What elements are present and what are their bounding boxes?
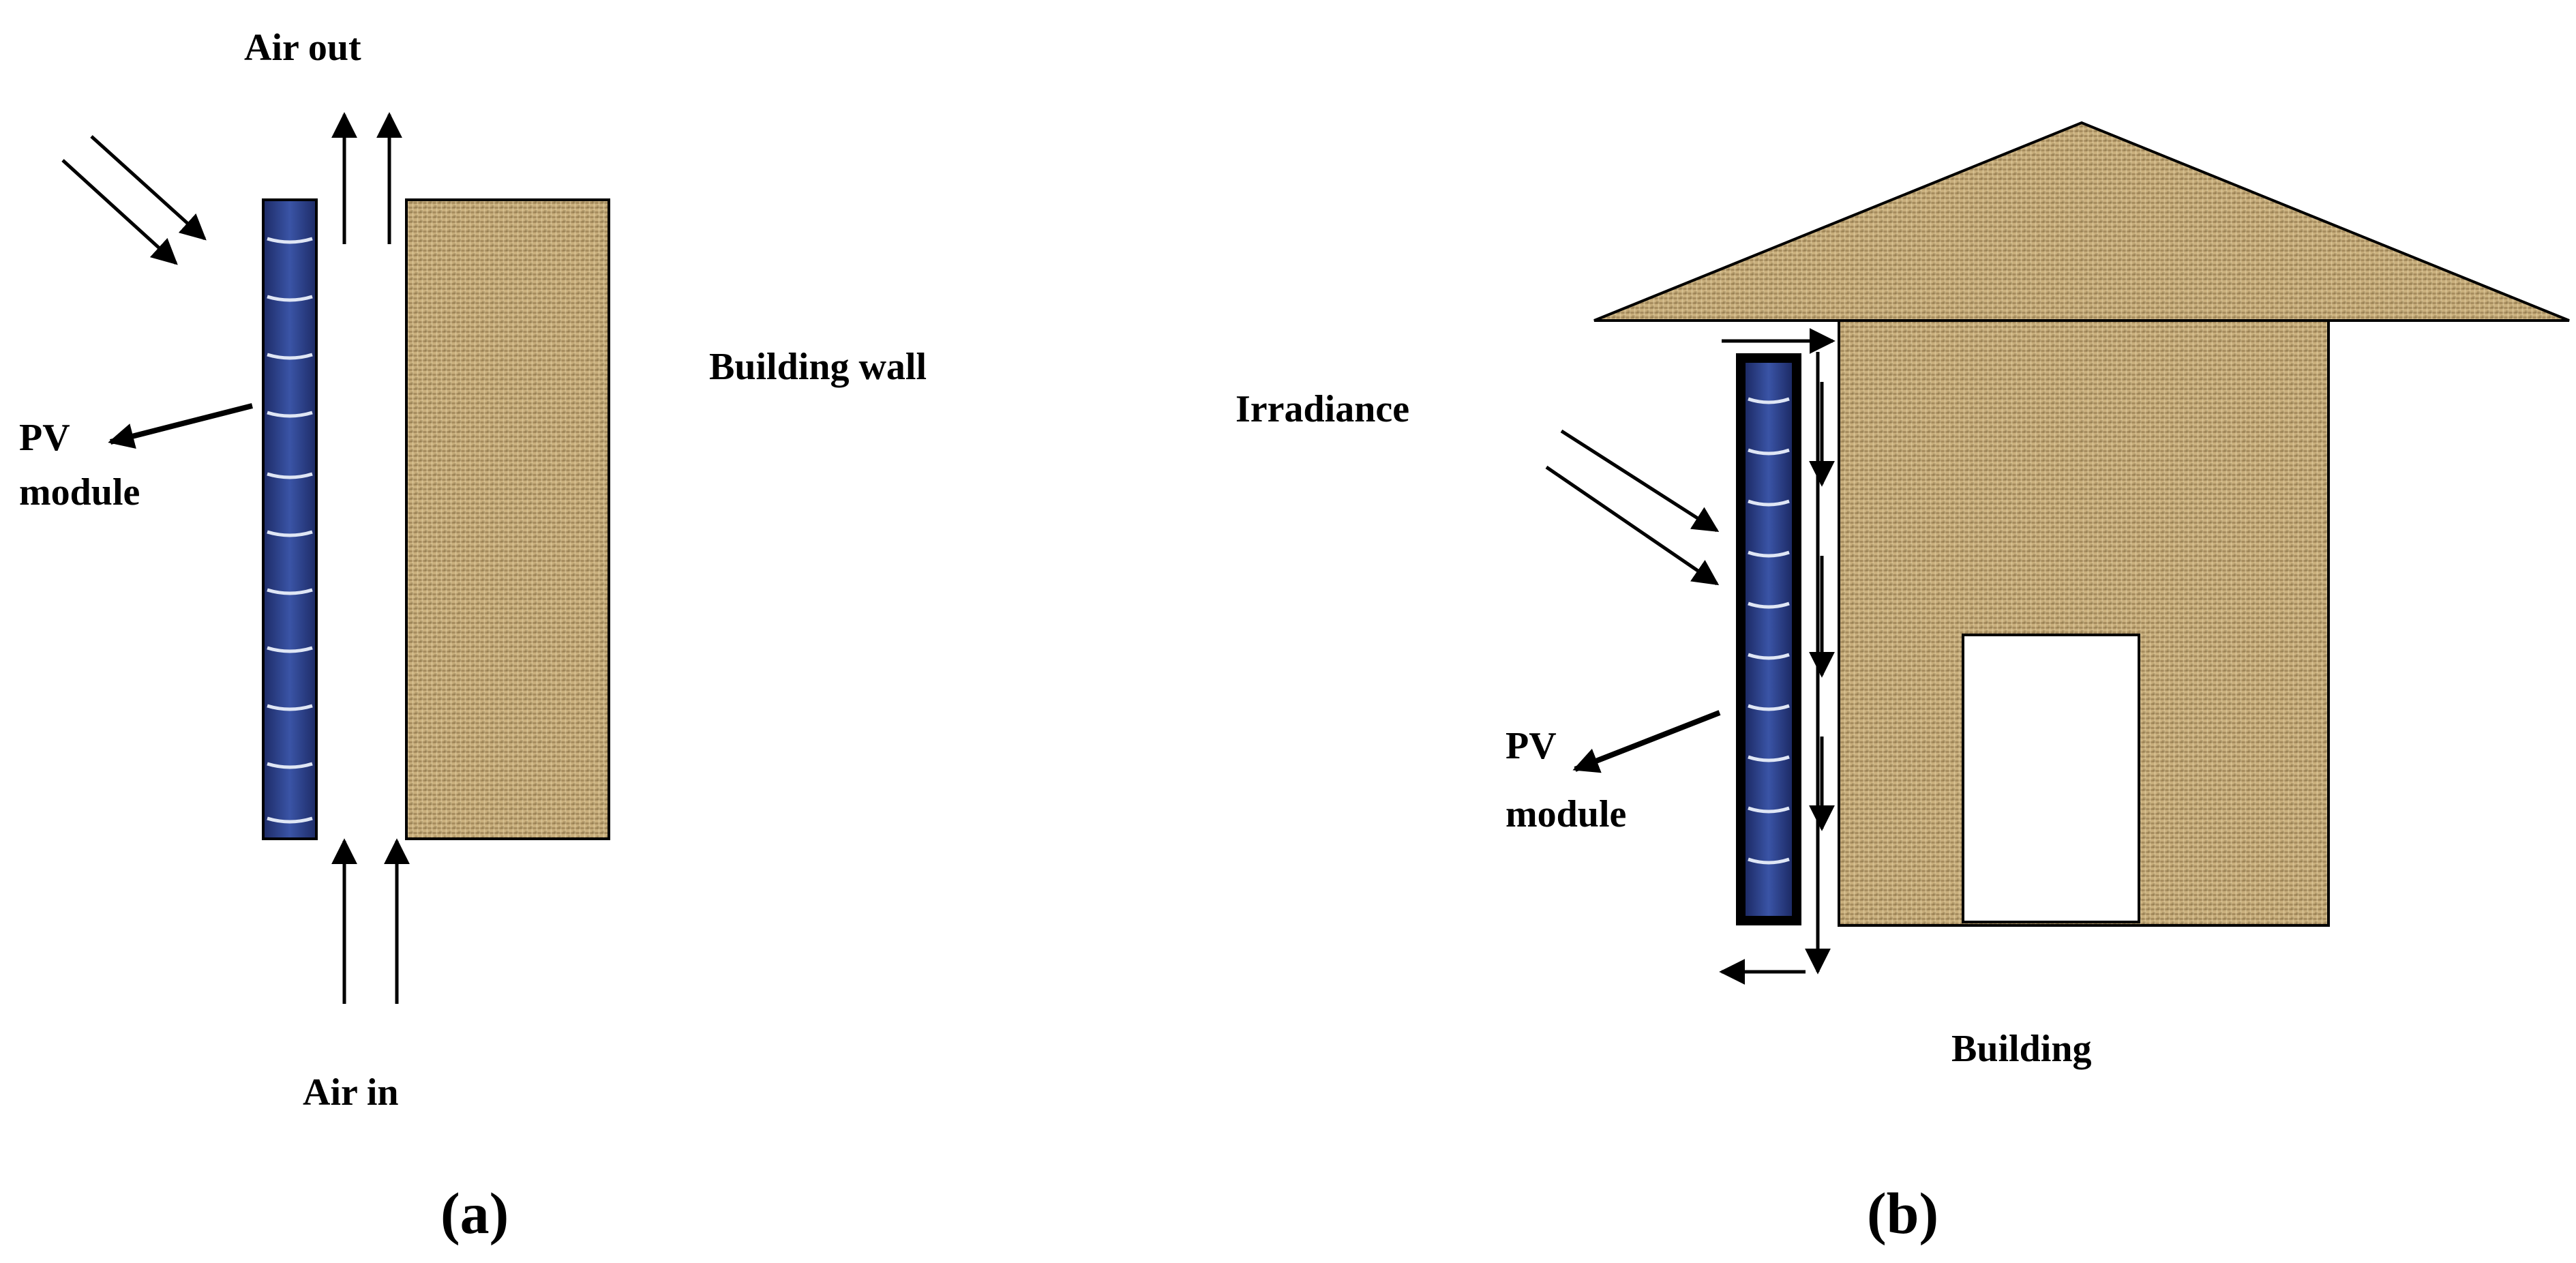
pv-label-a-line2: module xyxy=(19,471,140,514)
house-shape xyxy=(1593,121,2570,927)
building-wall-label: Building wall xyxy=(709,346,927,388)
pv-pointer-a xyxy=(108,403,253,449)
air-out-label: Air out xyxy=(244,27,361,69)
panel-b: Irradiance PV module Building (b) xyxy=(1235,121,2570,1246)
irradiance-label: Irradiance xyxy=(1235,388,1409,430)
air-out-arrows xyxy=(331,112,402,244)
door xyxy=(1962,634,2140,923)
irradiance-arrows-a xyxy=(61,135,207,265)
building-label: Building xyxy=(1951,1028,2091,1070)
pv-module-a xyxy=(262,198,318,840)
building-wall-block xyxy=(405,198,610,840)
airflow-arrows-b xyxy=(1719,328,1836,985)
air-in-arrows xyxy=(331,838,410,1004)
panel-a: Air out Building wall PV module Air in (… xyxy=(19,27,927,1246)
pv-pointer-b xyxy=(1572,710,1721,773)
pv-module-b xyxy=(1736,353,1801,925)
irradiance-arrows-b xyxy=(1545,429,1720,586)
air-in-label: Air in xyxy=(303,1071,399,1114)
pv-label-a-line1: PV xyxy=(19,417,70,459)
caption-a: (a) xyxy=(440,1180,509,1246)
pv-label-b-line1: PV xyxy=(1506,725,1557,767)
caption-b: (b) xyxy=(1867,1180,1938,1246)
pv-label-b-line2: module xyxy=(1506,793,1626,835)
